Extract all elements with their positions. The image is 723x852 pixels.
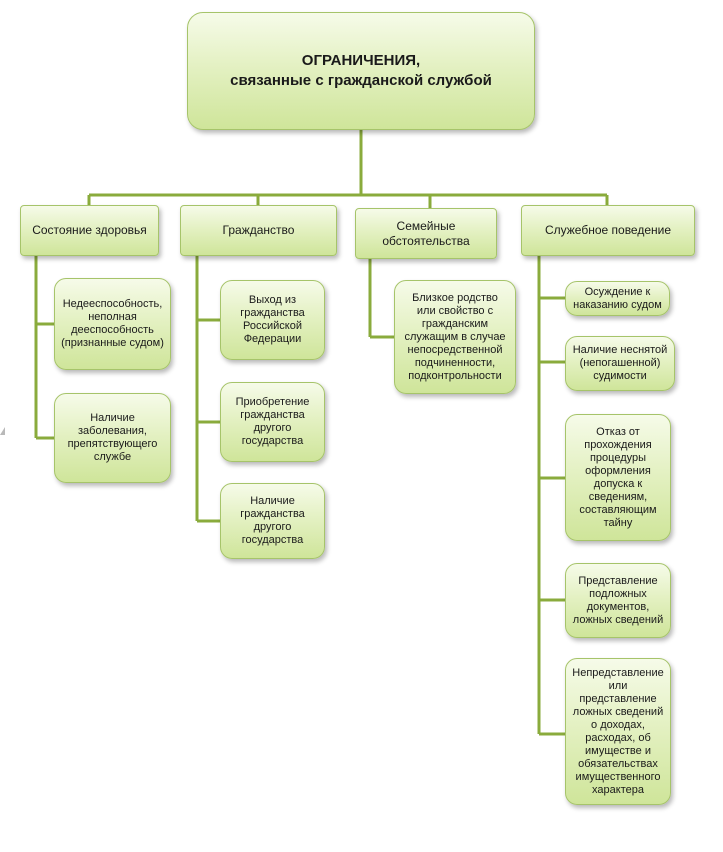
item-text: Близкое родство или свойство с гражданск… xyxy=(404,291,506,382)
item-disease: Наличие заболевания, препятствующего слу… xyxy=(54,393,171,483)
item-text: Выход из гражданства Российской Федераци… xyxy=(240,294,305,345)
category-label: Служебное поведение xyxy=(544,223,672,237)
category-label: Состояние здоровья xyxy=(32,223,147,237)
item-income-declaration: Непредставление или представление ложных… xyxy=(565,658,671,805)
category-citizenship: Гражданство xyxy=(180,205,337,256)
item-false-documents: Представление подложных документов, ложн… xyxy=(565,563,671,638)
item-clearance-refusal: Отказ от прохождения процедуры оформлени… xyxy=(565,414,671,541)
category-family: Семейные обстоятельства xyxy=(355,208,497,259)
item-text: Приобретение гражданства другого государ… xyxy=(235,396,310,447)
category-label: Гражданство xyxy=(222,223,295,237)
item-text: Осуждение к наказанию судом xyxy=(573,285,662,311)
item-text: Недееспособность, неполная дееспособност… xyxy=(61,298,164,349)
item-text: Наличие гражданства другого государства xyxy=(240,495,305,546)
item-court-conviction: Осуждение к наказанию судом xyxy=(565,281,670,316)
item-criminal-record: Наличие неснятой (непогашенной) судимост… xyxy=(565,336,675,391)
category-conduct: Служебное поведение xyxy=(521,205,695,256)
item-text: Непредставление или представление ложных… xyxy=(572,666,664,796)
item-acquire-foreign-citizenship: Приобретение гражданства другого государ… xyxy=(220,382,325,462)
root-title: ОГРАНИЧЕНИЯ, связанные с гражданской слу… xyxy=(230,52,492,89)
category-health: Состояние здоровья xyxy=(20,205,159,256)
item-renounce-citizenship: Выход из гражданства Российской Федераци… xyxy=(220,280,325,360)
item-foreign-citizenship: Наличие гражданства другого государства xyxy=(220,483,325,559)
item-incapacity: Недееспособность, неполная дееспособност… xyxy=(54,278,171,370)
item-text: Отказ от прохождения процедуры оформлени… xyxy=(579,425,657,529)
item-text: Представление подложных документов, ложн… xyxy=(572,574,664,626)
root-node: ОГРАНИЧЕНИЯ, связанные с гражданской слу… xyxy=(187,12,535,130)
item-text: Наличие заболевания, препятствующего слу… xyxy=(67,412,158,463)
edge-marker xyxy=(0,427,5,435)
item-text: Наличие неснятой (непогашенной) судимост… xyxy=(572,344,668,382)
category-label: Семейные обстоятельства xyxy=(382,218,470,248)
item-close-relation: Близкое родство или свойство с гражданск… xyxy=(394,280,516,394)
